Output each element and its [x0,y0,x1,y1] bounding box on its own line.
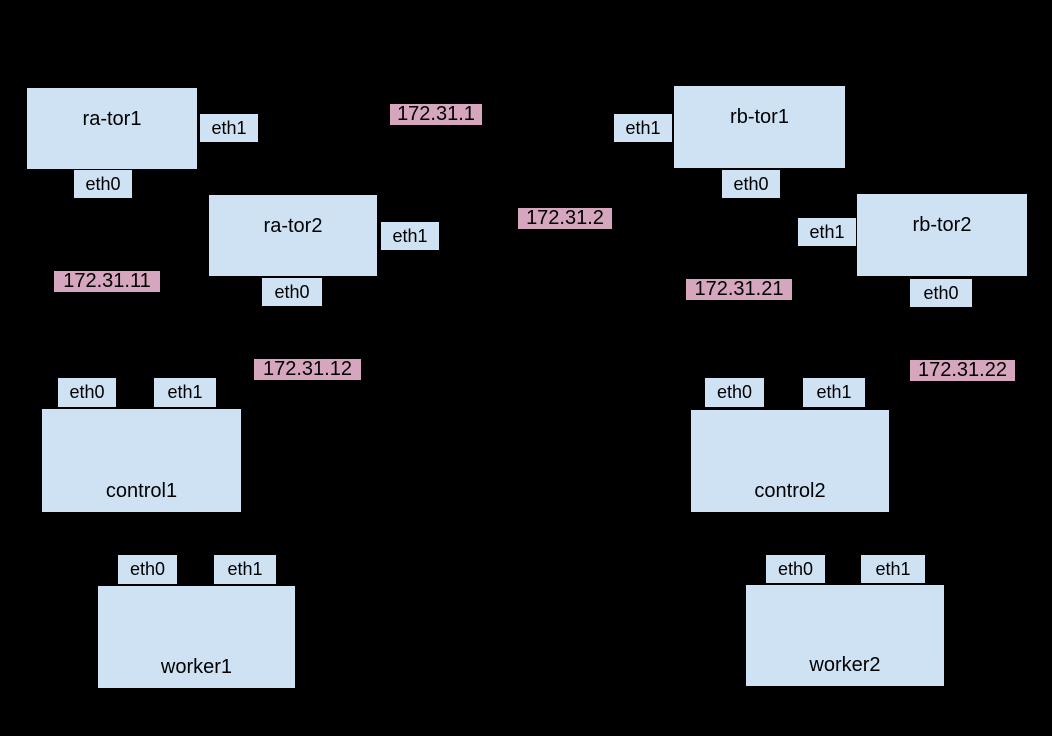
port-label: eth1 [227,559,263,579]
port-label: eth1 [875,558,911,579]
node-rb-tor2: rb-tor2 [856,193,1028,277]
node-label: ra-tor1 [82,108,142,130]
node-rb-tor1: rb-tor1 [673,85,846,169]
port-control2-eth1: eth1 [802,377,866,408]
node-label: control2 [754,480,826,502]
node-label: rb-tor1 [730,106,789,128]
port-label: eth1 [809,221,845,242]
port-label: eth0 [129,559,166,579]
port-label: eth0 [733,173,769,194]
port-label: eth0 [923,282,959,303]
port-label: eth0 [85,173,121,194]
port-label: eth0 [777,558,814,579]
ip-label-172-31-2: 172.31.2 [518,208,612,229]
node-worker1: worker1 [97,585,296,689]
node-label: control1 [105,480,178,502]
port-control1-eth0: eth0 [57,377,117,408]
port-label: eth1 [392,225,428,246]
port-rb-tor2-eth1: eth1 [797,217,857,247]
node-label: ra-tor2 [263,215,323,237]
node-control2: control2 [690,409,890,513]
ip-label-172-31-21: 172.31.21 [686,279,792,300]
port-label: eth0 [716,382,753,402]
node-label: rb-tor2 [912,214,972,236]
port-control2-eth0: eth0 [704,377,765,408]
node-ra-tor2: ra-tor2 [208,194,378,277]
port-ra-tor1-eth1: eth1 [199,113,259,143]
ip-label-172-31-11: 172.31.11 [54,271,160,292]
node-ra-tor1: ra-tor1 [26,87,198,170]
port-worker1-eth1: eth1 [213,554,277,585]
port-label: eth1 [625,117,661,138]
port-rb-tor2-eth0: eth0 [909,278,973,308]
port-worker1-eth0: eth0 [117,554,178,585]
node-worker2: worker2 [745,584,945,687]
node-label: worker1 [160,656,233,678]
node-label: worker2 [809,654,881,676]
ip-label-172-31-1: 172.31.1 [390,104,482,125]
port-label: eth1 [211,117,247,138]
port-worker2-eth1: eth1 [860,554,926,584]
ip-label-172-31-12: 172.31.12 [254,359,361,380]
port-ra-tor1-eth0: eth0 [73,169,133,199]
port-label: eth0 [69,382,105,402]
port-ra-tor2-eth0: eth0 [261,277,323,307]
ip-label-172-31-22: 172.31.22 [910,360,1015,381]
port-worker2-eth0: eth0 [765,554,826,584]
port-label: eth1 [816,382,852,402]
port-ra-tor2-eth1: eth1 [380,221,440,251]
port-rb-tor1-eth0: eth0 [721,169,781,199]
port-label: eth1 [167,382,203,402]
port-control1-eth1: eth1 [153,377,217,408]
port-rb-tor1-eth1: eth1 [613,113,673,143]
port-label: eth0 [274,281,310,302]
node-control1: control1 [41,408,242,513]
